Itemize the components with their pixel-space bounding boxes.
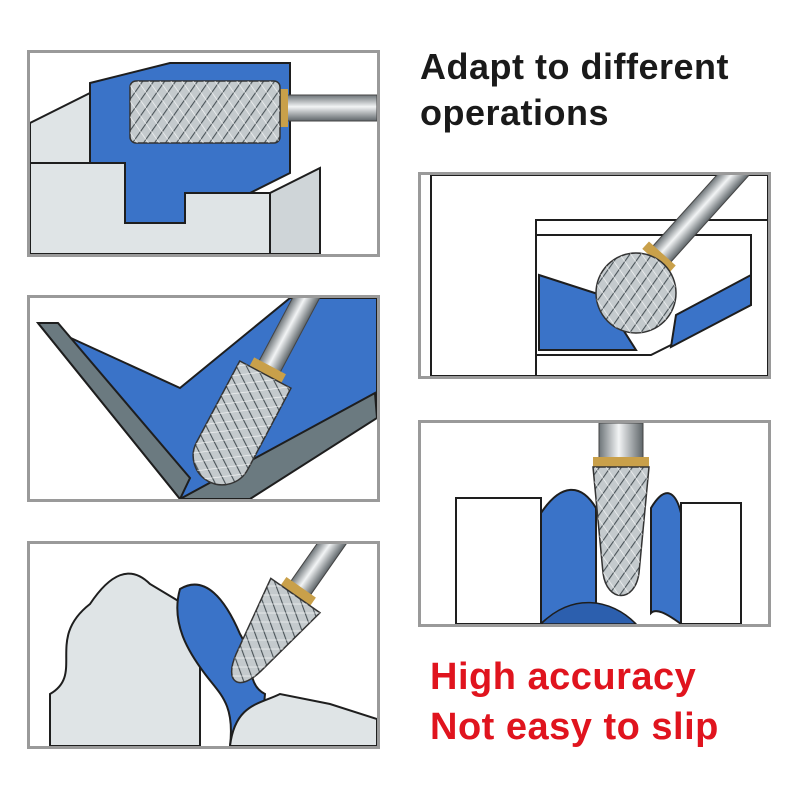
burr-flute-highlight — [193, 360, 291, 485]
cylinder-burr-slot-illustration — [30, 62, 377, 254]
panel-cylinder-slot — [27, 50, 380, 257]
title-line-1: Adapt to different — [420, 46, 729, 87]
frame-outer — [430, 175, 768, 376]
workpiece-blue-channel — [176, 583, 267, 746]
workpiece-side-face — [269, 166, 321, 254]
cone-burr-illustration — [455, 423, 742, 624]
feature-high-accuracy: High accuracy — [430, 656, 697, 698]
panel-contour — [27, 541, 380, 749]
burr-flute-highlight — [593, 467, 649, 596]
workpiece-left — [49, 572, 201, 746]
burr-flute-highlight — [596, 253, 676, 333]
burr-group — [642, 175, 758, 273]
burr-group — [192, 298, 347, 486]
workpiece-edge — [35, 322, 192, 499]
block-left — [455, 497, 542, 624]
burr-shank — [284, 94, 377, 122]
channel-blue-right — [650, 492, 682, 624]
brass-ring — [593, 457, 649, 469]
workpiece-right — [228, 692, 377, 746]
workpiece-blue-right — [669, 273, 752, 349]
brass-ring — [249, 357, 286, 384]
block-right — [680, 502, 742, 624]
feature-not-easy-to-slip: Not easy to slip — [430, 706, 719, 748]
panel-channel — [418, 420, 771, 627]
burr-shank — [289, 544, 377, 597]
burr-flute-highlight — [231, 578, 320, 683]
panel-inner-frame — [418, 172, 771, 379]
brass-ring — [278, 89, 288, 127]
ball-burr-illustration — [430, 175, 768, 376]
workpiece-blue-left — [538, 273, 638, 351]
brass-ring — [280, 577, 316, 606]
page-title: Adapt to different operations — [420, 44, 729, 136]
burr-flute-highlight — [130, 81, 280, 143]
angle-burr-illustration — [35, 298, 377, 499]
contour-burr-illustration — [49, 544, 377, 746]
burr-group — [230, 544, 377, 684]
brass-ring — [642, 241, 676, 273]
title-line-2: operations — [420, 92, 610, 133]
panel-angle-surface — [27, 295, 380, 502]
channel-floor — [539, 601, 638, 624]
